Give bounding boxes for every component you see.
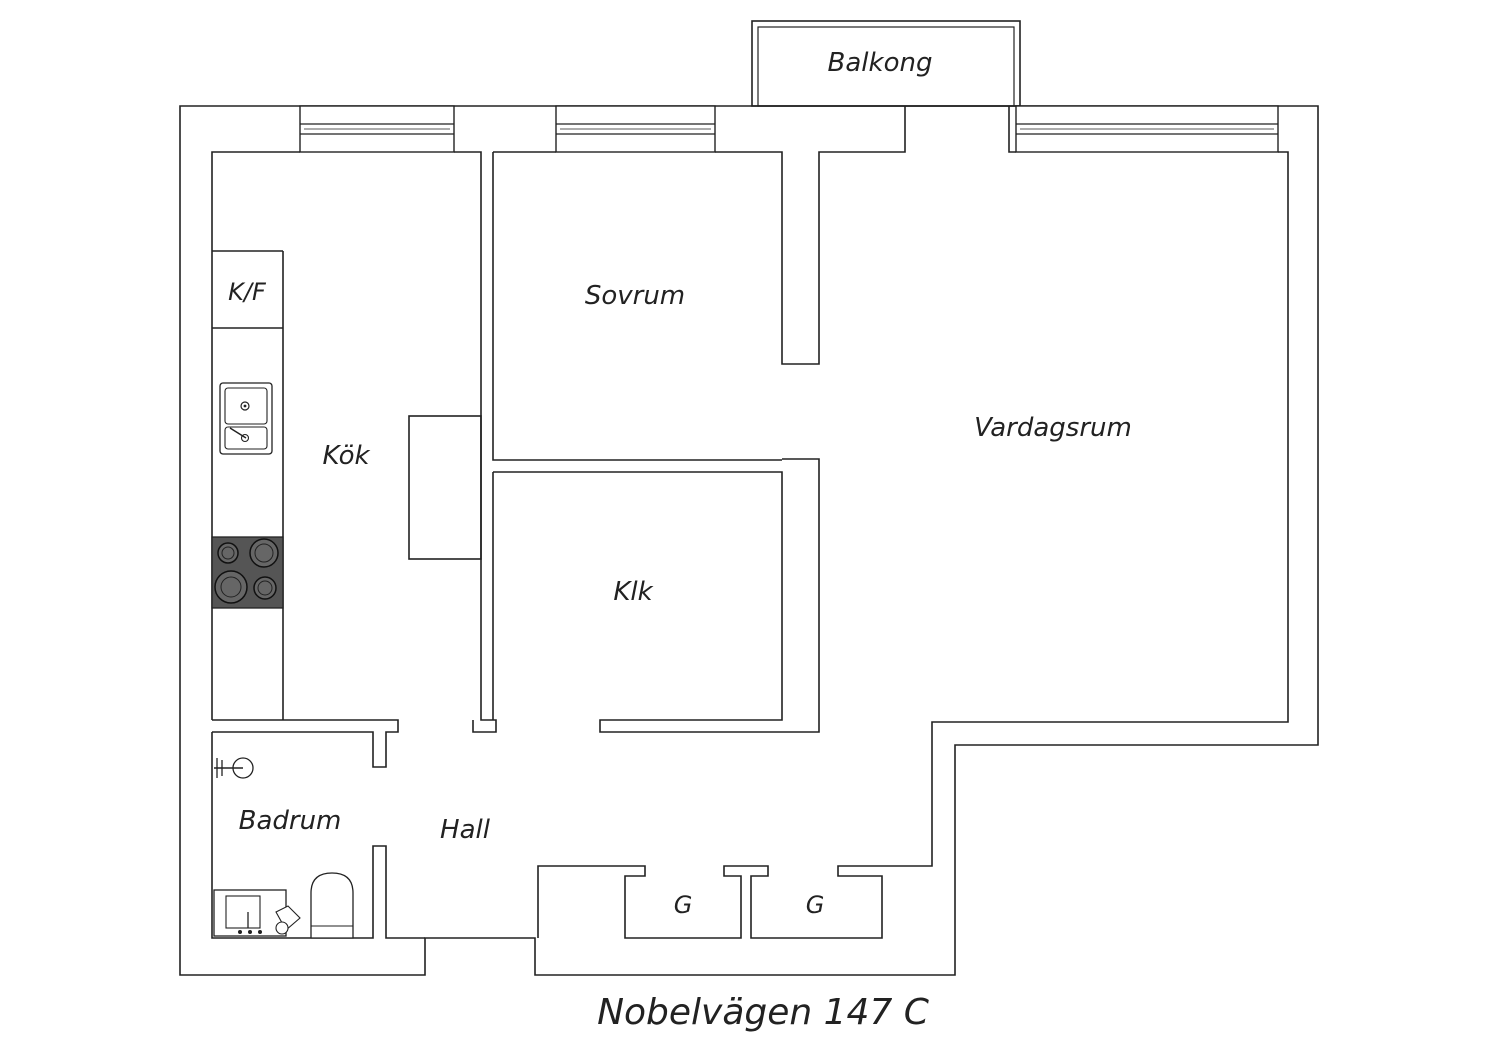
window-bedroom bbox=[555, 105, 716, 153]
stove-icon bbox=[211, 536, 284, 609]
bathroom-label: Badrum bbox=[239, 806, 342, 836]
kitchen-island bbox=[408, 415, 482, 560]
window-kitchen bbox=[299, 105, 455, 153]
shower-icon bbox=[214, 757, 254, 779]
closet-label: Klk bbox=[613, 577, 653, 607]
hall-label: Hall bbox=[440, 815, 491, 845]
kitchen-label: Kök bbox=[322, 441, 370, 471]
window-living-room bbox=[1015, 105, 1279, 153]
fridge-freezer-label: K/F bbox=[228, 278, 267, 306]
address-caption: Nobelvägen 147 C bbox=[597, 992, 930, 1033]
washbasin-icon bbox=[213, 889, 287, 937]
living-room-label: Vardagsrum bbox=[974, 413, 1132, 443]
outer-wall bbox=[179, 105, 1319, 976]
wardrobe-label-1: G bbox=[674, 891, 693, 919]
bedroom-label: Sovrum bbox=[585, 281, 685, 311]
interior-walls bbox=[211, 106, 1289, 939]
wardrobe-label-2: G bbox=[806, 891, 825, 919]
toilet-icon bbox=[275, 872, 354, 939]
balcony-label: Balkong bbox=[828, 48, 933, 78]
sink-icon bbox=[219, 382, 273, 455]
kitchen-counter bbox=[212, 250, 284, 720]
